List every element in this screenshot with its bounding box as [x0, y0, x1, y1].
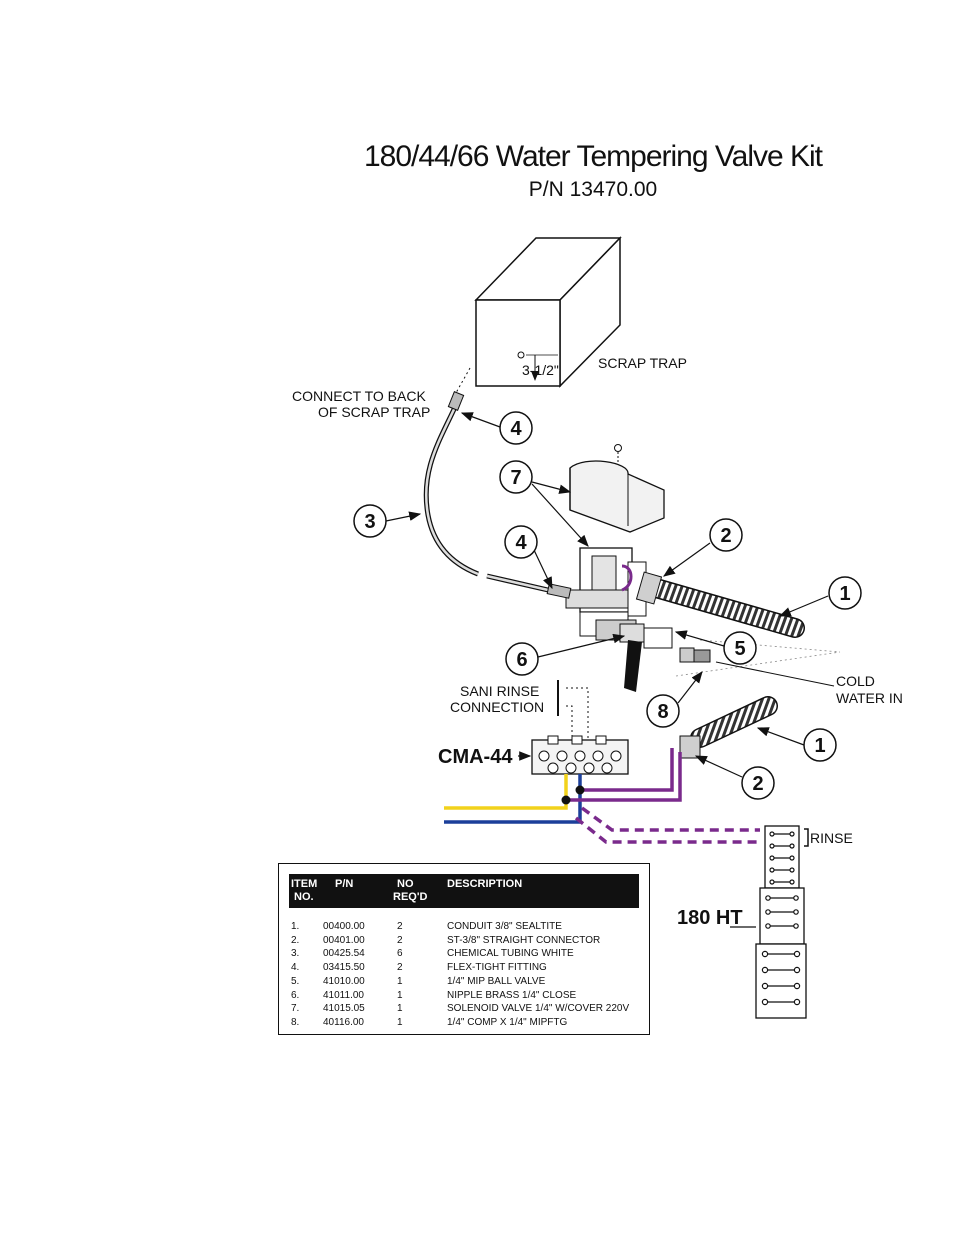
- connect-back-label-1: CONNECT TO BACK: [292, 388, 426, 404]
- table-row: 2. 00401.00 2 ST-3/8" STRAIGHT CONNECTOR: [279, 934, 649, 948]
- cell-req: 1: [397, 975, 403, 987]
- callout-3: [353, 504, 387, 538]
- callout-4-mid: [504, 525, 538, 559]
- scrap-trap: [474, 236, 622, 388]
- table-row: 3. 00425.54 6 CHEMICAL TUBING WHITE: [279, 947, 649, 961]
- ht180-label: 180 HT: [677, 907, 743, 929]
- callout-2-bottom-text: 2: [752, 773, 763, 795]
- parts-table: ITEM NO. P/N NO REQ'D DESCRIPTION 1. 0040…: [278, 863, 650, 1035]
- cell-req: 1: [397, 1016, 403, 1028]
- header-item: ITEM NO.: [291, 878, 317, 904]
- cma44-label: CMA-44: [438, 746, 513, 768]
- cell-item: 1.: [291, 921, 300, 932]
- cell-req: 6: [397, 948, 403, 960]
- callout-7: [499, 460, 533, 494]
- callout-2-top: [709, 518, 743, 552]
- callout-3-text: 3: [364, 511, 375, 533]
- cell-req: 2: [397, 921, 403, 932]
- callout-8: [646, 694, 680, 728]
- table-row: 6. 41011.00 1 NIPPLE BRASS 1/4" CLOSE: [279, 989, 649, 1003]
- table-row: 7. 41015.05 1 SOLENOID VALVE 1/4" W/COVER 2…: [279, 1002, 649, 1016]
- cell-item: 6.: [291, 989, 300, 1001]
- header-req-line1: NO: [397, 878, 414, 890]
- wiring: [444, 748, 760, 844]
- callout-6: [505, 642, 539, 676]
- conduit-bottom: [679, 696, 778, 759]
- parts-table-header: ITEM NO. P/N NO REQ'D DESCRIPTION: [289, 874, 639, 908]
- callout-4-top: [499, 411, 533, 445]
- table-row: 1. 00400.00 2 CONDUIT 3/8" SEALTITE: [279, 920, 649, 934]
- cell-desc: CHEMICAL TUBING WHITE: [447, 948, 574, 960]
- dimension-label: 3-1/2": [522, 362, 559, 378]
- table-row: 5. 41010.00 1 1/4" MIP BALL VALVE: [279, 975, 649, 989]
- scrap-trap-label: SCRAP TRAP: [598, 355, 687, 371]
- callout-1-top: [828, 576, 862, 610]
- callout-1-bottom: [803, 728, 837, 762]
- callout-7-text: 7: [510, 467, 521, 489]
- callout-2-bottom: [741, 766, 775, 800]
- cell-req: 1: [397, 989, 403, 1001]
- callout-6-text: 6: [516, 649, 527, 671]
- cell-pn: 03415.50: [323, 962, 365, 974]
- solenoid-cover: [569, 444, 665, 533]
- diagram-title: 180/44/66 Water Tempering Valve Kit: [363, 140, 823, 173]
- cell-desc: CONDUIT 3/8" SEALTITE: [447, 921, 562, 932]
- cell-pn: 00401.00: [323, 934, 365, 946]
- callout-1-bottom-text: 1: [814, 735, 825, 757]
- sani-rinse-label-1: SANI RINSE: [460, 683, 539, 699]
- cell-desc: SOLENOID VALVE 1/4" W/COVER 220V: [447, 1003, 630, 1015]
- cell-req: 1: [397, 1003, 403, 1015]
- cell-desc: ST-3/8" STRAIGHT CONNECTOR: [447, 934, 601, 946]
- cell-pn: 41010.00: [323, 975, 365, 987]
- cell-item: 8.: [291, 1016, 300, 1028]
- table-row: 4. 03415.50 2 FLEX-TIGHT FITTING: [279, 961, 649, 975]
- callout-8-text: 8: [657, 701, 668, 723]
- cell-pn: 00425.54: [323, 948, 365, 960]
- cell-item: 3.: [291, 948, 300, 960]
- header-req-line2: REQ'D: [393, 891, 428, 903]
- callout-5-text: 5: [734, 638, 745, 660]
- cell-item: 4.: [291, 962, 300, 974]
- header-item-line1: ITEM: [291, 878, 318, 890]
- part-number: P/N 13470.00: [528, 178, 658, 201]
- callout-2-top-text: 2: [720, 525, 731, 547]
- chemical-tubing: [423, 391, 549, 593]
- callout-4-mid-text: 4: [515, 532, 527, 554]
- callout-5: [723, 631, 757, 665]
- cell-pn: 40116.00: [323, 1016, 364, 1028]
- sani-rinse-label-2: CONNECTION: [450, 699, 544, 715]
- cold-water-label-1: COLD: [836, 673, 875, 689]
- ball-valve: [619, 623, 673, 692]
- conduit-top: [635, 571, 805, 638]
- cell-desc: FLEX-TIGHT FITTING: [447, 962, 547, 974]
- header-item-line2: NO.: [294, 891, 314, 903]
- ht180-terminal-strip: [755, 825, 807, 1019]
- cell-item: 5.: [291, 975, 300, 987]
- cma44-terminal-block: [531, 735, 629, 775]
- header-pn: P/N: [335, 878, 354, 890]
- callout-1-top-text: 1: [839, 583, 850, 605]
- cell-desc: 1/4" COMP X 1/4" MIPFTG: [447, 1016, 568, 1028]
- cell-req: 2: [397, 962, 403, 974]
- cell-item: 7.: [291, 1003, 300, 1015]
- callout-4-top-text: 4: [510, 418, 522, 440]
- cell-desc: 1/4" MIP BALL VALVE: [447, 975, 546, 987]
- cold-water-label-2: WATER IN: [836, 690, 903, 706]
- cell-pn: 41011.00: [323, 989, 364, 1001]
- connect-back-label-2: OF SCRAP TRAP: [318, 404, 430, 420]
- cell-item: 2.: [291, 934, 300, 946]
- header-description: DESCRIPTION: [447, 878, 523, 890]
- header-req: NO REQ'D: [393, 878, 427, 904]
- table-row: 8. 40116.00 1 1/4" COMP X 1/4" MIPFTG: [279, 1016, 649, 1030]
- cell-pn: 41015.05: [323, 1003, 365, 1015]
- comp-fitting: [679, 647, 711, 663]
- cell-desc: NIPPLE BRASS 1/4" CLOSE: [447, 989, 577, 1001]
- cell-req: 2: [397, 934, 403, 946]
- rinse-label: RINSE: [810, 830, 853, 846]
- cell-pn: 00400.00: [323, 921, 365, 932]
